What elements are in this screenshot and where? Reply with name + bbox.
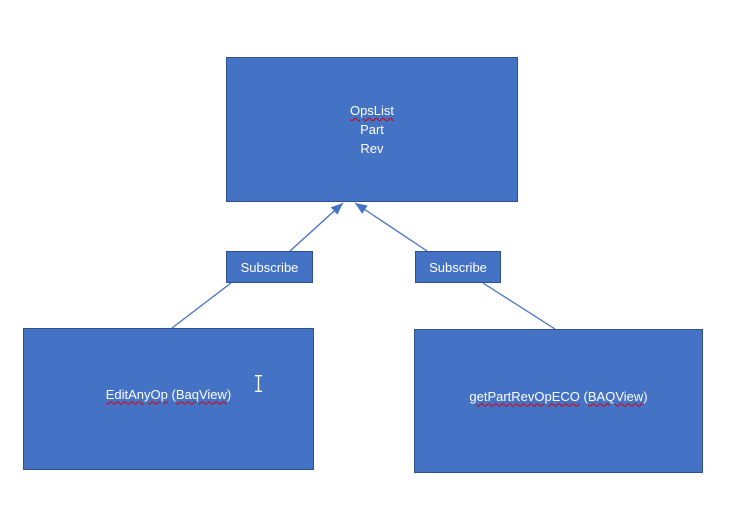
label-line: Rev [360, 141, 384, 156]
label-segment: ) [226, 386, 232, 402]
label-segment: EditAnyOp [105, 386, 168, 402]
connector-subscribe-left-to-bigleft[interactable] [171, 282, 232, 329]
node-label: getPartRevOpECO (BAQView) [469, 387, 647, 406]
label-segment: getPartRevOpECO [469, 388, 580, 404]
node-getpartrevopeco-baqview[interactable]: getPartRevOpECO (BAQView) [414, 329, 703, 473]
connector-subscribe-right-to-top[interactable] [354, 202, 428, 252]
connector-subscribe-left-to-top[interactable] [289, 202, 344, 252]
node-label: Subscribe [429, 259, 487, 275]
node-label: Subscribe [240, 259, 299, 275]
label-segment: ( [167, 386, 176, 402]
label-line: Part [360, 122, 384, 137]
node-subscribe-left[interactable]: Subscribe [226, 251, 313, 283]
node-label: EditAnyOp (BaqView) [106, 385, 232, 404]
connector-subscribe-right-to-bigright[interactable] [482, 282, 556, 330]
label-segment: BAQView [587, 388, 644, 404]
label-segment: ( [579, 388, 588, 404]
label-line: OpsList [349, 103, 395, 118]
node-editanyop-baqview[interactable]: EditAnyOp (BaqView) [23, 328, 314, 470]
label-segment: ) [643, 388, 648, 404]
label-segment: BaqView [175, 386, 227, 402]
node-subscribe-right[interactable]: Subscribe [415, 251, 501, 283]
